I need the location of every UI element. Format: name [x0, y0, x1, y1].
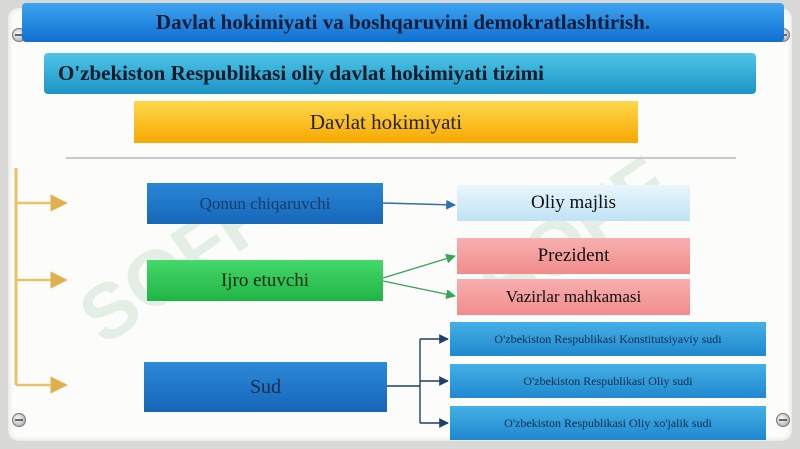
slide-subtitle: O'zbekiston Respublikasi oliy davlat hok…: [44, 53, 756, 94]
arrow-executive-vazirlar: [382, 280, 456, 299]
node-vazirlar-mahkamasi: Vazirlar mahkamasi: [457, 279, 690, 315]
screw-icon: [12, 413, 26, 427]
slide-title: Davlat hokimiyati va boshqaruvini demokr…: [22, 3, 784, 42]
screw-icon: [776, 413, 790, 427]
branch-executive: Ijro etuvchi: [147, 260, 383, 301]
court-connectors: [387, 334, 449, 428]
root-node-state-power: Davlat hokimiyati: [134, 101, 638, 143]
node-oliy-majlis: Oliy majlis: [457, 185, 690, 221]
arrow-executive-prezident: [382, 253, 456, 279]
arrow-legislative: [382, 199, 456, 210]
node-prezident: Prezident: [457, 238, 690, 274]
branch-legislative: Qonun chiqaruvchi: [147, 183, 383, 224]
branch-judicial: Sud: [144, 362, 387, 412]
node-economic-court: O'zbekiston Respublikasi Oliy xo'jalik s…: [450, 406, 766, 440]
branch-bracket: [14, 168, 68, 394]
node-constitutional-court: O'zbekiston Respublikasi Konstitutsiyavi…: [450, 322, 766, 356]
node-supreme-court: O'zbekiston Respublikasi Oliy sudi: [450, 364, 766, 398]
divider: [66, 157, 736, 159]
